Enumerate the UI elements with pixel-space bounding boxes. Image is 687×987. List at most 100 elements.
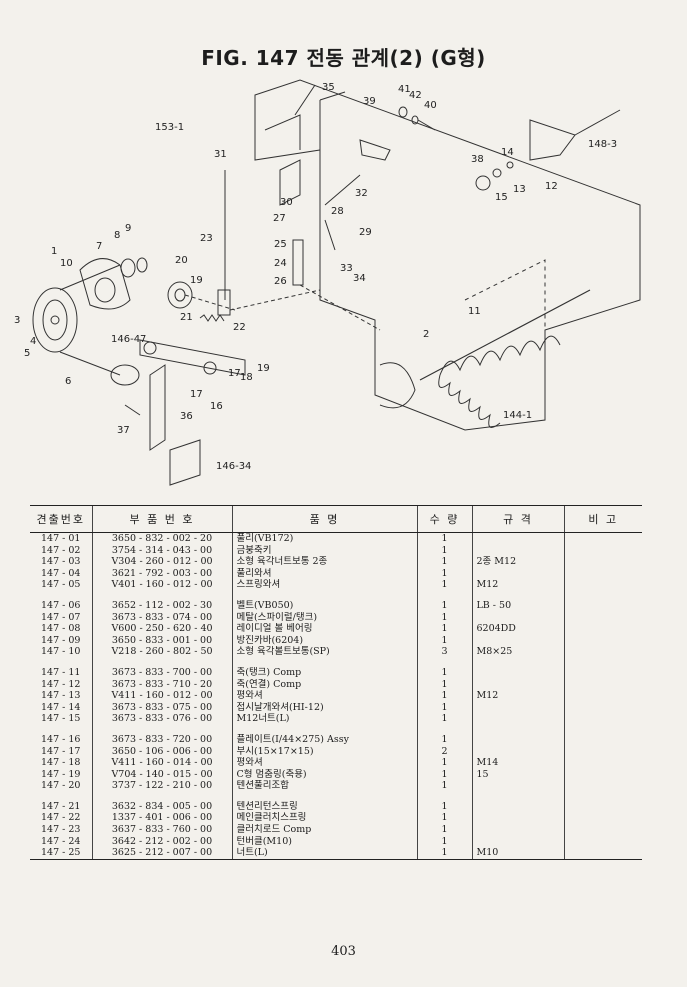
col-part-name: 품 명: [231, 505, 417, 533]
cell-name: 방진카바(6204): [231, 634, 417, 647]
cell-ref: 147 - 08: [41, 623, 81, 635]
cell-spec: [471, 800, 564, 813]
callout-27: 27: [273, 213, 286, 224]
cell-name: 접시날개와셔(HI-12): [231, 701, 417, 714]
cell-name: 메인클러치스프링: [231, 812, 417, 825]
cell-pn: 3642 - 212 - 002 - 00: [91, 835, 232, 848]
cell-note: [563, 690, 642, 702]
cell-pn: 3673 - 833 - 075 - 00: [91, 701, 232, 714]
row-group-gap: [30, 590, 642, 600]
callout-38: 38: [471, 154, 484, 165]
cell-spec: [471, 532, 564, 545]
cell-ref: 147 - 20: [41, 780, 81, 792]
cell-pn: 3652 - 112 - 002 - 30: [91, 599, 232, 612]
cell-qty: 1: [416, 599, 472, 612]
cell-spec: [471, 678, 564, 691]
row-group-gap: [30, 657, 642, 667]
gap-cell: [416, 791, 472, 801]
cell-name: 스프링와셔: [231, 579, 417, 591]
cell-ref: 147 - 06: [41, 599, 81, 611]
gap-cell: [563, 791, 642, 801]
cell-qty: 1: [416, 579, 472, 591]
cell-qty: 1: [416, 713, 472, 725]
callout-1: 1: [51, 246, 57, 257]
col-ref: 견출번호: [30, 505, 92, 533]
cell-qty: 1: [416, 835, 472, 848]
callout-42: 42: [409, 90, 422, 101]
cell-name: 축(연결) Comp: [231, 678, 417, 691]
cell-spec: [471, 780, 564, 792]
cell-spec: [471, 634, 564, 647]
cell-spec: 15: [471, 768, 564, 781]
cell-spec: LB - 50: [471, 599, 564, 612]
callout-13: 13: [513, 184, 526, 195]
cell-qty: 1: [416, 847, 472, 860]
callout-37: 37: [117, 425, 130, 436]
cell-ref: 147 - 13: [41, 690, 81, 702]
cell-ref: 147 - 17: [41, 745, 81, 757]
cell-qty: 1: [416, 634, 472, 647]
cell-ref: 147 - 16: [41, 733, 81, 745]
cell-qty: 1: [416, 768, 472, 781]
cell-note: [563, 745, 642, 758]
cell-spec: [471, 745, 564, 758]
cell-ref: 147 - 04: [41, 567, 81, 579]
cell-qty: 1: [416, 567, 472, 580]
callout-17: 17: [228, 368, 241, 379]
cell-pn: 1337 - 401 - 006 - 00: [91, 812, 232, 825]
cell-pn: V304 - 260 - 012 - 00: [91, 556, 232, 568]
cell-note: [563, 701, 642, 714]
cell-pn: V704 - 140 - 015 - 00: [91, 768, 232, 781]
cell-qty: 1: [416, 780, 472, 792]
callout-22: 22: [233, 322, 246, 333]
cell-name: 부시(15×17×15): [231, 745, 417, 758]
cell-ref: 147 - 03: [41, 556, 81, 568]
gap-cell: [416, 657, 472, 667]
cell-qty: 3: [416, 646, 472, 658]
callout-146-34: 146-34: [216, 461, 251, 472]
callout-35: 35: [322, 82, 335, 93]
gap-cell: [231, 657, 417, 667]
cell-name: 텐션리턴스프링: [231, 800, 417, 813]
cell-qty: 2: [416, 745, 472, 758]
callout-11: 11: [468, 306, 481, 317]
cell-ref: 147 - 25: [30, 847, 92, 860]
cell-note: [563, 666, 642, 679]
cell-name: 클러치로드 Comp: [231, 824, 417, 836]
gap-cell: [471, 791, 564, 801]
callout-144-1: 144-1: [503, 410, 532, 421]
callout-24: 24: [274, 258, 287, 269]
gap-cell: [91, 791, 232, 801]
gap-cell: [563, 657, 642, 667]
cell-name: 풀리(VB172): [231, 532, 417, 545]
cell-ref: 147 - 15: [41, 713, 81, 725]
callout-41: 41: [398, 84, 411, 95]
cell-name: 너트(L): [231, 847, 417, 860]
cell-note: [563, 847, 642, 860]
callout-23: 23: [200, 233, 213, 244]
cell-qty: 1: [416, 733, 472, 746]
figure-title: FIG. 147 전동 관계(2) (G형): [201, 46, 486, 70]
cell-note: [563, 800, 642, 813]
cell-spec: [471, 611, 564, 624]
cell-qty: 1: [416, 532, 472, 545]
cell-qty: 1: [416, 678, 472, 691]
gap-cell: [563, 724, 642, 734]
cell-note: [563, 611, 642, 624]
cell-note: [563, 812, 642, 825]
cell-name: 금붕축키: [231, 544, 417, 557]
cell-spec: M12: [471, 579, 564, 591]
callout-39: 39: [363, 96, 376, 107]
